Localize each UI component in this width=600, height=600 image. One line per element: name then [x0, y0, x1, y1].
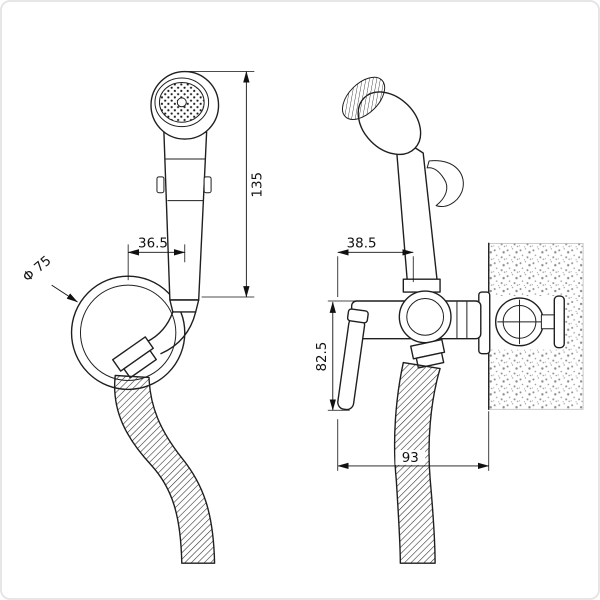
spray-face-side	[341, 76, 386, 120]
sprayer-handle-front	[156, 131, 212, 313]
dim-label-top-width: 38.5	[347, 236, 377, 251]
side-button-left	[156, 176, 165, 194]
dim-offset: 36.5	[127, 236, 186, 281]
shower-hose-front	[113, 374, 216, 564]
dim-flange-diameter: Φ 75	[20, 254, 78, 303]
wall-valve	[494, 295, 565, 349]
front-view: 135 36.5 Φ 75	[20, 70, 265, 564]
handle-nut	[402, 278, 441, 293]
tee-handle	[553, 295, 565, 349]
dim-height: 135	[188, 71, 265, 298]
trigger	[426, 160, 464, 207]
handle-side	[394, 134, 438, 282]
dim-lever-height: 82.5	[315, 300, 355, 411]
side-button-right	[203, 176, 212, 194]
sprayer-head-front	[150, 70, 220, 140]
mixer-lever	[337, 308, 369, 411]
dim-label-height: 135	[250, 172, 265, 198]
hose-nut-side	[410, 338, 446, 369]
dim-top-width: 38.5	[337, 236, 414, 298]
sprayer-side	[341, 76, 464, 293]
dim-label-offset: 36.5	[138, 236, 168, 251]
dim-depth: 93	[337, 411, 490, 471]
sprayer-holder	[398, 290, 452, 344]
dim-label-lever-height: 82.5	[315, 342, 330, 372]
elbow-connector	[112, 311, 197, 379]
dim-label-flange-diameter: Φ 75	[20, 254, 54, 286]
side-view: 38.5 82.5 93	[315, 76, 584, 564]
dim-label-depth: 93	[402, 451, 419, 466]
